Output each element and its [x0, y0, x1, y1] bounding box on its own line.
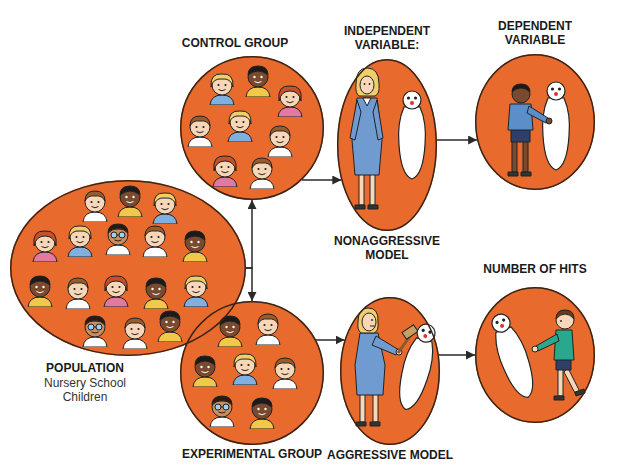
experimental-fill [180, 301, 324, 445]
node-border [476, 55, 595, 190]
node-border [181, 57, 324, 200]
control-children [188, 66, 302, 189]
child-face [83, 316, 107, 347]
node-border [341, 298, 440, 445]
node-heading: INDEPENDENT VARIABLE: [327, 25, 447, 53]
node-border [181, 302, 324, 445]
child-hitting-doll [532, 310, 585, 400]
node-outline [10, 180, 246, 356]
child-face [66, 278, 90, 309]
node-border [476, 288, 595, 423]
measure-circle: DEPENDENT VARIABLE [475, 54, 595, 190]
node-outline [337, 59, 437, 231]
node-heading: NUMBER OF HITS [460, 263, 610, 277]
child-face [228, 111, 252, 142]
child-face [188, 116, 212, 147]
child-face [250, 158, 274, 189]
node-heading: EXPERIMENTAL GROUP [167, 448, 337, 462]
child-face [246, 66, 270, 97]
child-face [210, 396, 234, 427]
bobo-doll [485, 310, 540, 402]
flow-arrow [302, 179, 342, 181]
child-face [106, 224, 130, 255]
node-heading: POPULATION [25, 362, 145, 376]
bobo-doll [399, 91, 426, 179]
child-face [184, 276, 208, 307]
child-face [28, 276, 52, 307]
bobo-doll [543, 82, 570, 170]
model-oval: INDEPENDENT VARIABLE:NONAGGRESSIVE MODEL [337, 59, 437, 231]
flow-arrow [437, 139, 477, 141]
child-face [233, 354, 257, 385]
child-face [268, 126, 292, 157]
child-face [123, 318, 147, 349]
bobo-doll-struck [393, 321, 442, 413]
child-face [153, 193, 177, 224]
flow-arrow [439, 354, 475, 356]
child-face [273, 358, 297, 389]
child-face [33, 231, 57, 262]
child-face [278, 86, 302, 117]
bobo-doll [393, 321, 442, 413]
child-face [183, 231, 207, 262]
population-fill [10, 180, 246, 356]
child-face [250, 398, 274, 429]
group-circle: CONTROL GROUP [180, 56, 324, 200]
flow-arrow [246, 268, 252, 301]
measure-fill [475, 54, 595, 190]
child-face [213, 156, 237, 187]
model-oval: AGGRESSIVE MODEL [340, 297, 440, 445]
node-border [11, 181, 246, 356]
measure-circle: NUMBER OF HITS [475, 287, 595, 423]
child-face [68, 226, 92, 257]
child-face [256, 314, 280, 345]
node-heading: DEPENDENT VARIABLE [475, 20, 595, 48]
child-face [210, 74, 234, 105]
child-hugging-doll [508, 84, 552, 176]
node-heading: AGGRESSIVE MODEL [315, 449, 465, 463]
control-fill [180, 56, 324, 200]
node-outline [340, 297, 440, 445]
group-circle: EXPERIMENTAL GROUP [180, 301, 324, 445]
measure-fill [475, 287, 595, 423]
flow-arrow [246, 200, 252, 268]
child-face [143, 226, 167, 257]
node-border [338, 60, 437, 231]
node-outline [475, 287, 595, 423]
nonaggressive-model-woman [350, 68, 383, 209]
flow-arrow [316, 339, 345, 341]
model-fill [337, 59, 437, 231]
child-face [118, 186, 142, 217]
node-outline [180, 56, 324, 200]
population-children [28, 186, 208, 349]
node-heading: NONAGGRESSIVE MODEL [325, 235, 449, 263]
child-face [104, 276, 128, 307]
node-heading: CONTROL GROUP [160, 37, 310, 51]
population-circle: POPULATIONNursery School Children [10, 180, 246, 356]
node-outline [475, 54, 595, 190]
child-face [83, 191, 107, 222]
child-face [193, 356, 217, 387]
node-outline [180, 301, 324, 445]
node-text: Nursery School Children [35, 377, 135, 405]
group-fills [10, 54, 595, 445]
child-face [144, 278, 168, 309]
bobo-doll-hit [485, 310, 540, 402]
child-face [158, 311, 182, 342]
